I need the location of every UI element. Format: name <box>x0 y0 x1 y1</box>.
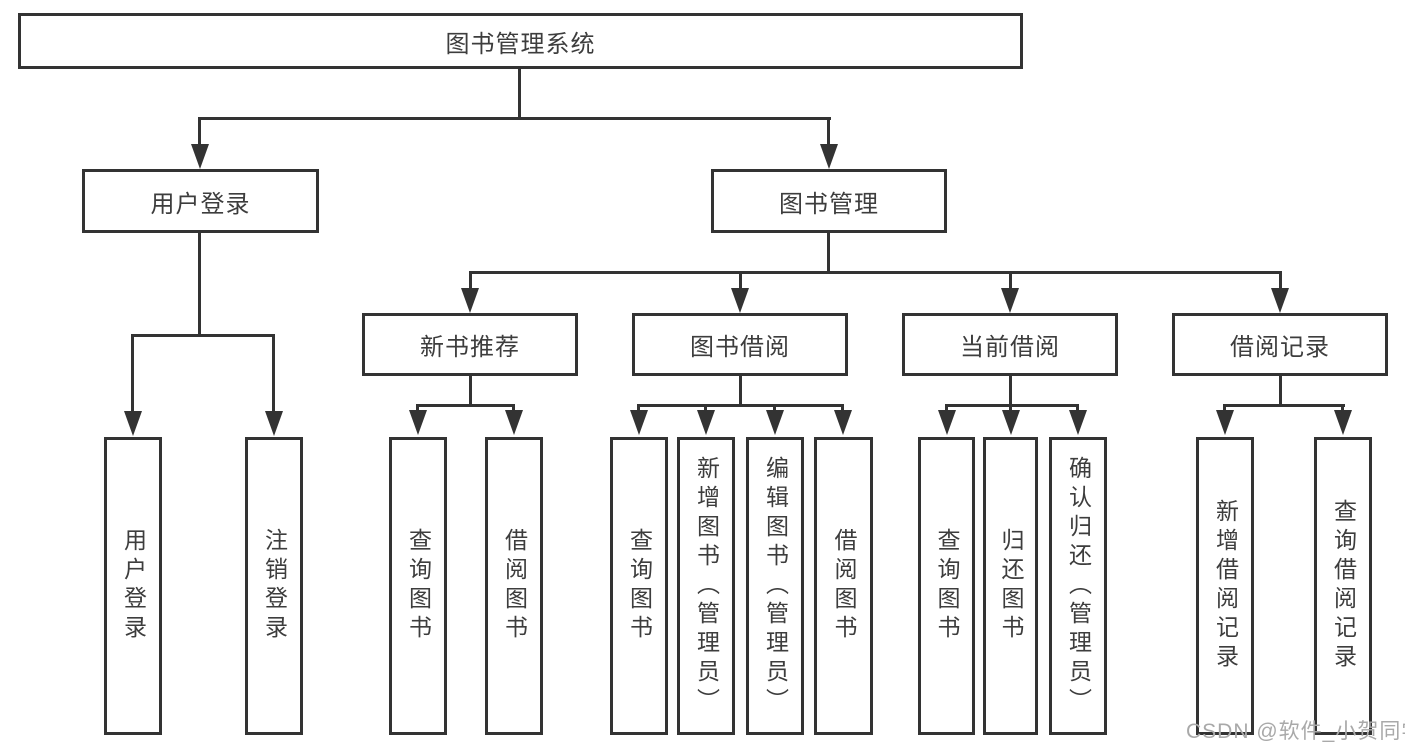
node-leaf-edit-books-admin: 编辑图书（管理员） <box>746 437 804 735</box>
connector-new-book-recommend-trunk <box>469 376 472 407</box>
arrowhead-leaf-query-books-current <box>938 410 956 435</box>
connector-book-management-trunk <box>827 233 830 273</box>
arrowhead-leaf-query-borrow-record <box>1334 410 1352 435</box>
node-leaf-user-login: 用户登录 <box>104 437 162 735</box>
arrow-shaft-user-login <box>198 117 201 149</box>
connector-book-borrowing-branch <box>638 404 844 407</box>
node-leaf-query-books-current: 查询图书 <box>918 437 975 735</box>
node-leaf-borrow-books-recommend: 借阅图书 <box>485 437 543 735</box>
node-leaf-add-books-admin: 新增图书（管理员） <box>677 437 735 735</box>
connector-new-book-recommend-branch <box>417 404 515 407</box>
arrowhead-leaf-confirm-return-admin <box>1069 410 1087 435</box>
arrow-shaft-current-borrowing <box>1009 271 1012 293</box>
node-new-book-recommend: 新书推荐 <box>362 313 578 376</box>
arrowhead-user-login <box>191 144 209 169</box>
node-leaf-query-books-borrowing: 查询图书 <box>610 437 668 735</box>
arrowhead-book-borrowing <box>731 288 749 313</box>
arrowhead-leaf-user-login <box>124 411 142 436</box>
node-leaf-logout-login: 注销登录 <box>245 437 303 735</box>
node-leaf-return-books: 归还图书 <box>983 437 1038 735</box>
connector-root-trunk <box>518 69 521 119</box>
node-leaf-add-borrow-record: 新增借阅记录 <box>1196 437 1254 735</box>
arrowhead-leaf-query-books-borrowing <box>630 410 648 435</box>
node-root: 图书管理系统 <box>18 13 1023 69</box>
node-leaf-query-books-recommend: 查询图书 <box>389 437 447 735</box>
arrow-shaft-book-borrowing <box>739 271 742 293</box>
arrow-shaft-leaf-user-login <box>131 334 134 414</box>
arrowhead-leaf-add-books-admin <box>697 410 715 435</box>
arrowhead-borrowing-records <box>1271 288 1289 313</box>
node-book-borrowing: 图书借阅 <box>632 313 848 376</box>
arrowhead-leaf-borrow-books-borrowing <box>834 410 852 435</box>
connector-user-login-branch <box>132 334 275 337</box>
connector-borrowing-records-branch <box>1224 404 1345 407</box>
node-borrowing-records: 借阅记录 <box>1172 313 1388 376</box>
arrow-shaft-leaf-logout-login <box>272 334 275 414</box>
connector-current-borrowing-branch <box>946 404 1079 407</box>
arrowhead-current-borrowing <box>1001 288 1019 313</box>
node-user-login: 用户登录 <box>82 169 319 233</box>
connector-root-branch <box>199 117 831 120</box>
node-current-borrowing: 当前借阅 <box>902 313 1118 376</box>
arrowhead-leaf-query-books-recommend <box>409 410 427 435</box>
connector-user-login-trunk <box>198 233 201 336</box>
connector-current-borrowing-trunk <box>1009 376 1012 407</box>
node-leaf-query-borrow-record: 查询借阅记录 <box>1314 437 1372 735</box>
node-book-management: 图书管理 <box>711 169 947 233</box>
arrowhead-new-book-recommend <box>461 288 479 313</box>
connector-book-borrowing-trunk <box>739 376 742 407</box>
arrowhead-leaf-borrow-books-recommend <box>505 410 523 435</box>
csdn-watermark: CSDN @软件_小贺同学 <box>1186 720 1405 743</box>
arrowhead-leaf-add-borrow-record <box>1216 410 1234 435</box>
node-leaf-borrow-books-borrowing: 借阅图书 <box>814 437 873 735</box>
arrowhead-leaf-logout-login <box>265 411 283 436</box>
arrow-shaft-book-management <box>827 117 830 149</box>
arrowhead-book-management <box>820 144 838 169</box>
node-leaf-confirm-return-admin: 确认归还（管理员） <box>1049 437 1107 735</box>
connector-borrowing-records-trunk <box>1279 376 1282 407</box>
arrowhead-leaf-edit-books-admin <box>766 410 784 435</box>
arrow-shaft-borrowing-records <box>1279 271 1282 293</box>
arrowhead-leaf-return-books <box>1002 410 1020 435</box>
arrow-shaft-new-book-recommend <box>469 271 472 293</box>
connector-book-management-branch <box>470 271 1281 274</box>
